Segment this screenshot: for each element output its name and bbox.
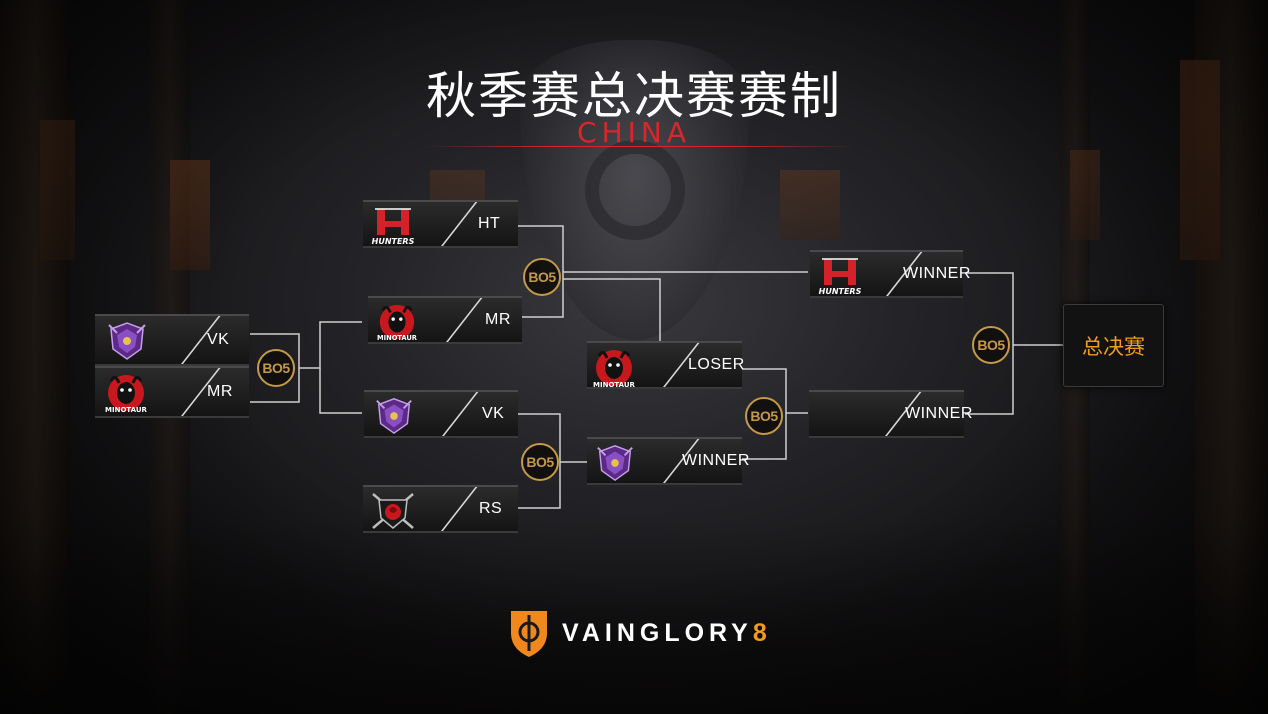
grand-final-label: 总决赛 [1082,335,1145,359]
divider-slash [442,392,479,436]
bo5-badge-final: BO5 [972,326,1010,364]
team-slot-r2-winner-upper[interactable]: HUNTERS WINNER [810,250,970,298]
team-slot-seed-bottom[interactable]: MINOTAUR MR [95,366,249,418]
team-name: LOSER [688,356,745,373]
vk-dragon-icon [597,445,633,482]
team-name: MR [207,383,233,400]
minotaur-icon: MINOTAUR [105,375,148,414]
team-slot-r2-winner-lower[interactable]: WINNER [587,437,749,485]
team-slot-seed-top[interactable]: VK [95,314,249,366]
team-name: VK [482,405,505,422]
connector-r2-lower [742,368,787,460]
team-slot-r1-lower-bottom[interactable]: RS [363,485,518,533]
grand-final-box[interactable]: 总决赛 [1063,304,1164,387]
footer-logo: VAINGLORY8 [508,606,772,660]
team-slot-r1-lower-top[interactable]: VK [364,390,518,438]
bo5-badge-r1-upper: BO5 [523,258,561,296]
minotaur-logo-text: MINOTAUR [593,381,635,389]
team-name: WINNER [903,265,971,282]
team-slot-r3-winner-lower[interactable]: WINNER [809,390,972,438]
connector-seed-to-upper [299,321,362,369]
hunters-logo-text: HUNTERS [372,237,415,246]
rs-rose-icon [372,493,414,529]
team-name: RS [479,500,503,517]
team-name: HT [478,215,501,232]
page-subtitle: CHINA [577,116,691,149]
minotaur-icon: MINOTAUR [593,350,636,389]
vainglory-shield-icon [511,611,547,657]
vk-dragon-icon [376,398,412,435]
team-name: WINNER [905,405,973,422]
team-slot-r2-loser-upper[interactable]: MINOTAUR LOSER [587,341,745,389]
vk-dragon-icon [108,322,146,360]
team-name: WINNER [682,452,750,469]
team-name: MR [485,311,511,328]
brand-number: 8 [752,618,772,647]
brand-name: VAINGLORY8 [562,619,772,648]
team-slot-r1-upper-bottom[interactable]: MINOTAUR MR [368,296,522,344]
bo5-badge-r2-lower: BO5 [745,397,783,435]
title-divider [424,146,854,147]
hunters-icon: HUNTERS [819,258,862,296]
divider-slash [441,202,478,246]
hunters-logo-text: HUNTERS [819,287,862,296]
brand-word: VAINGLORY [562,618,753,647]
connector-upper-to-loser [563,278,661,341]
bo5-badge-r1-lower: BO5 [521,443,559,481]
page-title: 秋季赛总决赛赛制 [426,68,842,124]
team-name: VK [207,331,230,348]
connector-lower-r1 [518,413,561,509]
minotaur-icon: MINOTAUR [377,304,417,342]
minotaur-logo-text: MINOTAUR [377,334,417,342]
divider-slash [441,487,478,531]
team-slot-r1-upper-top[interactable]: HUNTERS HT [363,200,518,248]
connector-final-match [965,272,1014,415]
connector-seed-to-lower [319,368,362,414]
minotaur-logo-text: MINOTAUR [105,406,147,414]
bo5-badge-seed: BO5 [257,349,295,387]
divider-slash [446,298,483,342]
hunters-icon: HUNTERS [372,208,415,246]
